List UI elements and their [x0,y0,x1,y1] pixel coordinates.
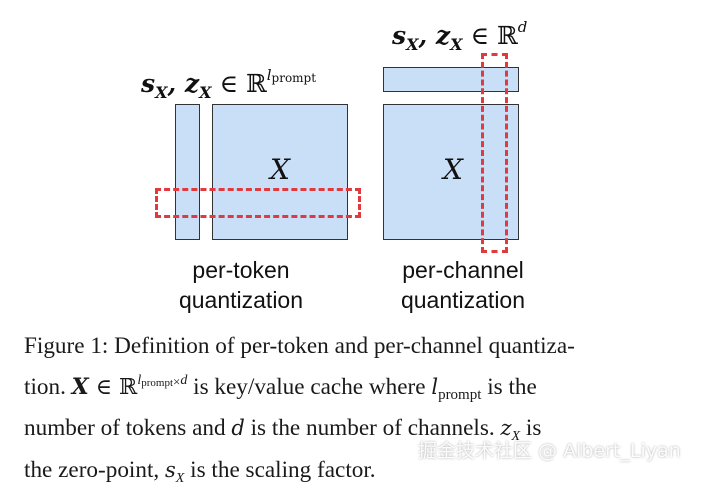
per-token-scale-column [175,104,200,240]
caption-line-1: Figure 1: Definition of per-token and pe… [24,330,696,364]
figure: sX, zX ∈ ℝlprompt X per-token quantizati… [0,0,703,320]
per-channel-scale-label: sX, zX ∈ ℝd [392,18,527,54]
per-channel-column-highlight [481,53,508,253]
per-token-row-highlight [155,188,361,218]
per-token-caption: per-token quantization [150,255,332,315]
figure-caption: Figure 1: Definition of per-token and pe… [24,330,696,495]
per-token-matrix-label: X [270,153,290,186]
caption-line-2: tion. X ∈ ℝlprompt×d is key/value cache … [24,364,696,413]
per-channel-matrix-label: X [443,153,463,186]
per-channel-caption: per-channel quantization [372,255,554,315]
watermark: 掘金技术社区 @ Albert_Liyan [418,436,681,463]
per-token-scale-label: sX, zX ∈ ℝlprompt [141,66,316,102]
